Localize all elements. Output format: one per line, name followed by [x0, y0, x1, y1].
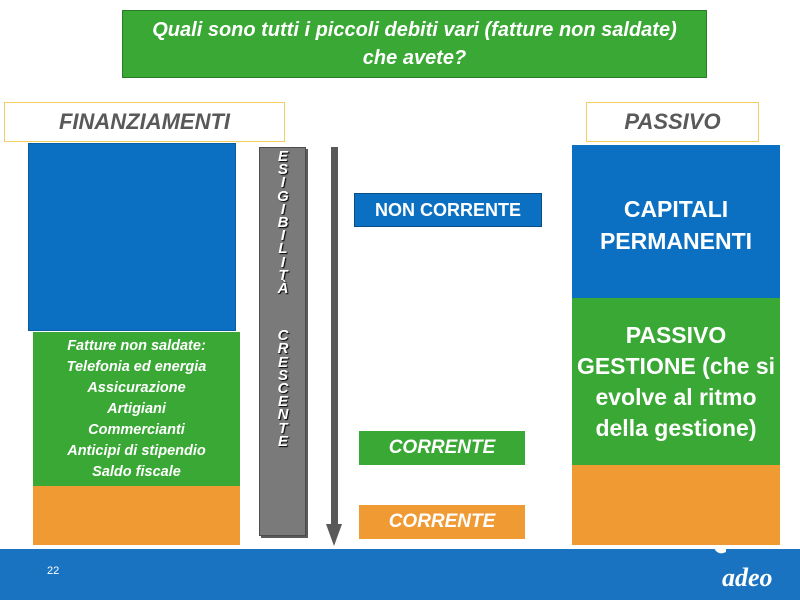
letter: S — [277, 366, 288, 384]
down-arrow-icon — [326, 524, 342, 546]
letter: I — [280, 174, 286, 192]
left-blue-block — [28, 143, 236, 331]
letter: À — [277, 280, 289, 298]
list-item: Artigiani — [107, 401, 166, 417]
letter: S — [277, 161, 288, 179]
list-item: Telefonia ed energia — [66, 359, 207, 375]
slide-title: Quali sono tutti i piccoli debiti vari (… — [122, 10, 707, 78]
letter: E — [277, 393, 288, 411]
letter: I — [280, 200, 286, 218]
page-number: 22 — [47, 565, 60, 577]
letter: T — [278, 266, 288, 284]
label-corrente-orange: CORRENTE — [359, 505, 525, 539]
logo-adeo: adeo — [722, 563, 773, 592]
label-non-corrente: NON CORRENTE — [354, 193, 542, 227]
letter: I — [280, 227, 286, 245]
letter: R — [277, 340, 289, 358]
left-green-block: Fatture non saldate: Telefonia ed energi… — [33, 332, 240, 488]
capitali-permanenti-block: CAPITALI PERMANENTI — [572, 145, 780, 298]
right-orange-block — [572, 465, 780, 545]
passivo-gestione-block: PASSIVO GESTIONE (che si evolve al ritmo… — [572, 298, 780, 465]
list-item: Saldo fiscale — [92, 464, 181, 480]
letter: I — [280, 253, 286, 271]
letter: G — [277, 187, 289, 205]
letter: C — [277, 380, 289, 398]
letter: B — [277, 214, 289, 232]
list-item: Commercianti — [88, 422, 185, 438]
header-finanziamenti: FINANZIAMENTI — [4, 102, 285, 142]
list-item: Anticipi di stipendio — [67, 443, 206, 459]
letter: N — [277, 406, 289, 424]
letter: T — [278, 419, 288, 437]
footer-bar — [0, 549, 800, 600]
letter: E — [277, 432, 288, 450]
letter: E — [277, 148, 288, 165]
exigibility-bar — [259, 147, 306, 536]
list-item: Fatture non saldate: — [67, 338, 206, 354]
header-passivo: PASSIVO — [586, 102, 759, 142]
adeo-logo: GROUPE adeo — [714, 548, 773, 592]
letter: E — [277, 353, 288, 371]
logo-groupe: GROUPE — [736, 554, 758, 560]
list-item: Assicurazione — [87, 380, 186, 396]
letter: L — [278, 240, 288, 258]
left-orange-block — [33, 486, 240, 545]
down-arrow-shaft — [331, 147, 338, 527]
exigibility-label: E S I G I B I L I T À C R E S C E N T E — [262, 148, 304, 450]
letter: C — [277, 327, 289, 345]
label-corrente-green: CORRENTE — [359, 431, 525, 465]
word-gap — [262, 295, 304, 329]
